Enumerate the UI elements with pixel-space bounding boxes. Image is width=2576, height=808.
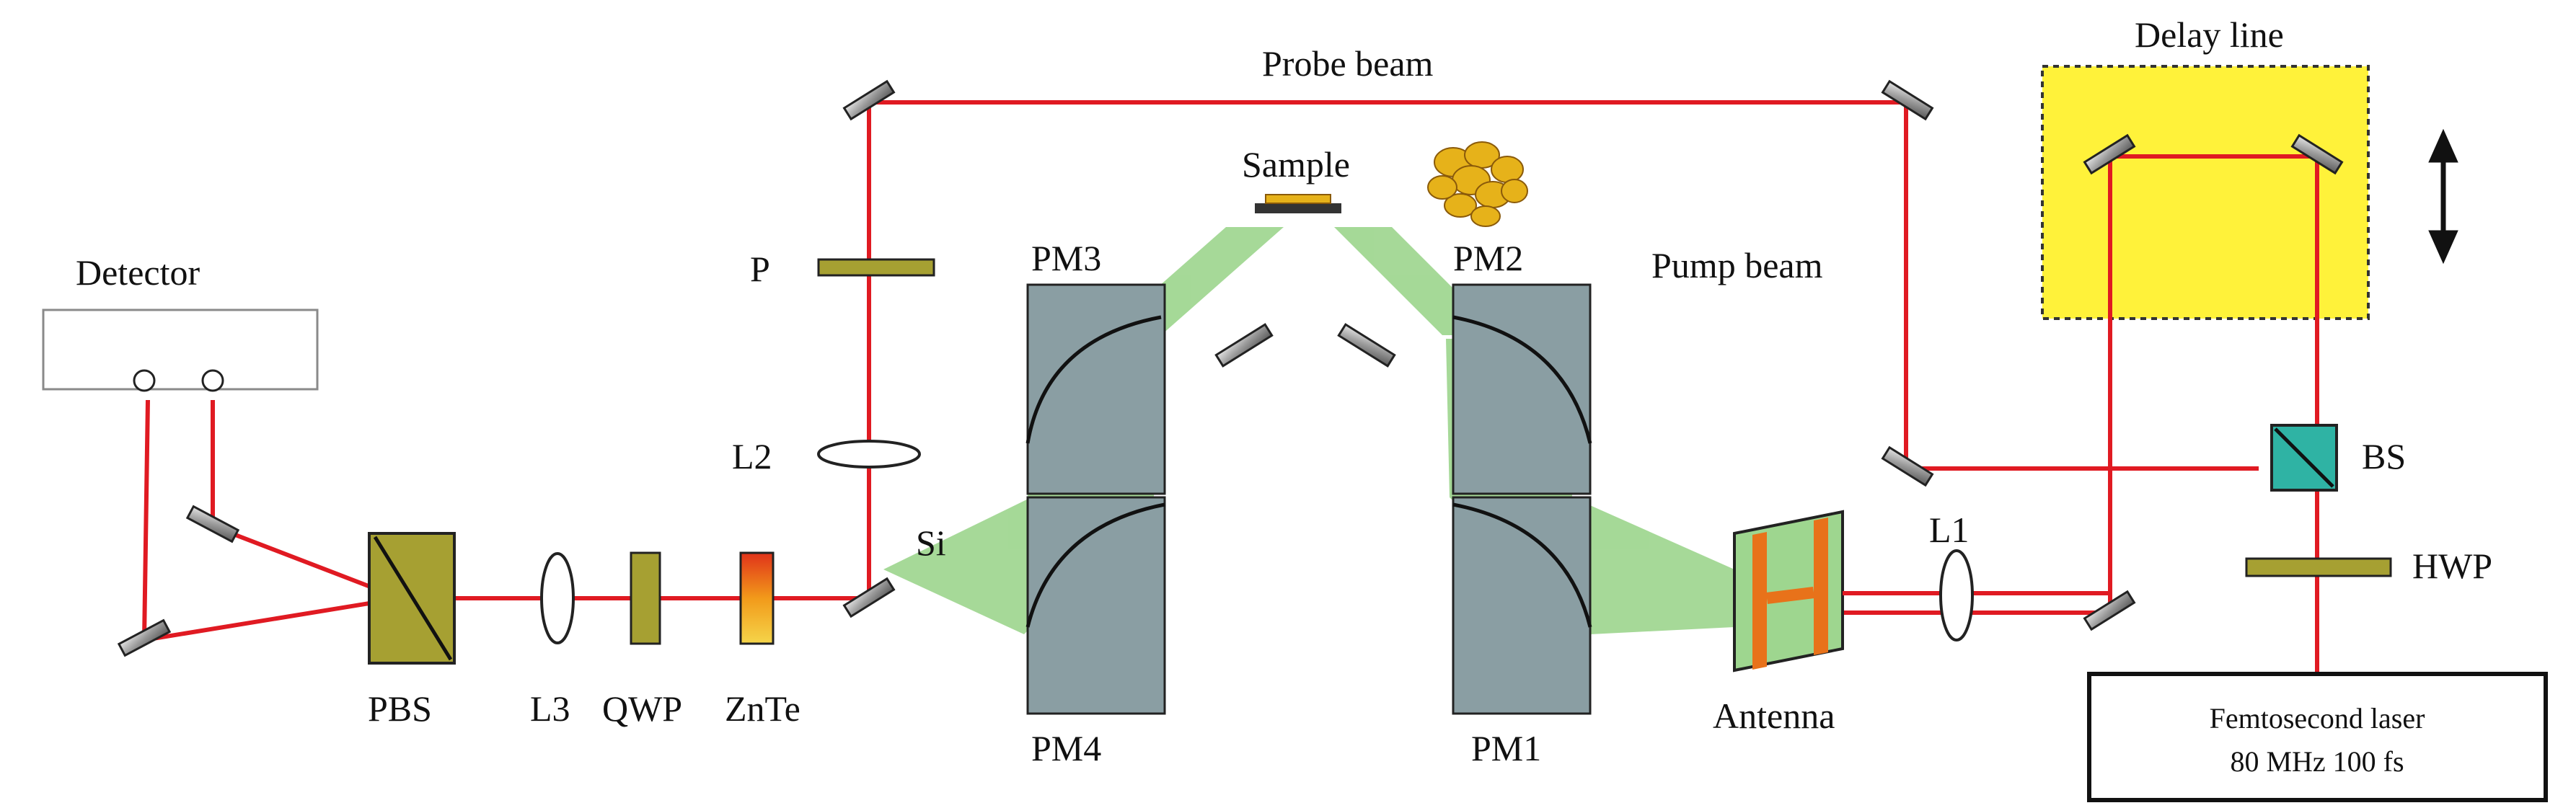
hwp-plate: [2245, 557, 2392, 577]
label-pm1: PM1: [1471, 728, 1541, 768]
label-pm2: PM2: [1453, 238, 1523, 278]
lens-l3: [540, 552, 575, 644]
qwp-plate: [630, 551, 661, 645]
label-bs: BS: [2362, 436, 2406, 476]
detector-port-1: [133, 369, 156, 392]
detector-port-2: [201, 369, 224, 392]
label-pm4: PM4: [1031, 728, 1101, 768]
label-l3: L3: [530, 688, 570, 729]
detector-box: [42, 308, 319, 391]
mirror-left-bottom: [117, 618, 172, 657]
label-pbs: PBS: [368, 688, 432, 729]
label-pump-beam: Pump beam: [1651, 245, 1823, 285]
label-l1: L1: [1929, 510, 1970, 550]
label-laser-line1: Femtosecond laser: [2210, 702, 2425, 734]
laser-box: [2087, 672, 2548, 802]
label-hwp: HWP: [2412, 546, 2492, 586]
mirror-probe-topleft: [842, 79, 896, 121]
lens-l1: [1939, 549, 1974, 641]
sample-film: [1265, 194, 1331, 204]
label-antenna: Antenna: [1713, 696, 1835, 736]
label-laser-line2: 80 MHz 100 fs: [2230, 745, 2404, 778]
label-p: P: [750, 249, 770, 289]
sample-holder: [1255, 203, 1341, 213]
double-vertical-arrow-icon: [2428, 128, 2458, 265]
pm1-block: [1452, 496, 1592, 715]
lens-l2: [817, 440, 921, 469]
mirror-si: [842, 577, 896, 618]
znte-crystal: [739, 551, 775, 645]
laser-beams: [141, 100, 2319, 674]
label-sample: Sample: [1242, 144, 1350, 185]
thz-beam: [883, 227, 1734, 634]
delay-line-box: [2041, 65, 2370, 320]
mirror-probe-topright: [1881, 79, 1934, 121]
pm3-block: [1026, 283, 1166, 495]
mirror-thz-left: [1214, 323, 1274, 368]
label-qwp: QWP: [602, 688, 682, 729]
crystal-cluster-icon: [1427, 141, 1528, 227]
mirrors: [117, 79, 2344, 657]
label-l2: L2: [732, 436, 772, 476]
pm4-block: [1026, 496, 1166, 715]
label-delay-line: Delay line: [2135, 14, 2284, 55]
label-znte: ZnTe: [725, 688, 800, 729]
mirror-pump-corner: [2083, 590, 2136, 631]
label-probe-beam: Probe beam: [1262, 43, 1434, 84]
mirror-delay-right: [2290, 133, 2344, 175]
label-detector: Detector: [76, 252, 200, 293]
mirror-pump-fold: [1881, 445, 1934, 487]
label-si: Si: [916, 523, 946, 563]
mirror-left-top: [185, 505, 240, 543]
mirror-delay-left: [2083, 133, 2136, 175]
polarizer-p: [817, 258, 935, 277]
mirror-thz-right: [1337, 323, 1396, 368]
parabolic-mirrors: [1025, 283, 1592, 715]
label-pm3: PM3: [1031, 238, 1101, 278]
